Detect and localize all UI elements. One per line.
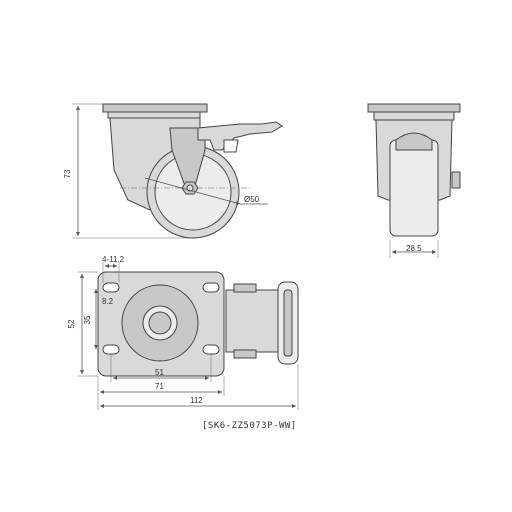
hole-bottom-right (202, 344, 220, 355)
side-brake-pad (223, 139, 239, 153)
side-brake-lever (197, 121, 283, 151)
diameter-leader (144, 177, 241, 205)
side-view: Ø50 73 (63, 103, 283, 239)
top-brake-pedal-inner (283, 289, 293, 357)
side-plate-lower (107, 111, 201, 119)
top-brake-bracket-bottom (233, 349, 257, 359)
side-top-plate (102, 103, 208, 113)
dim-wheel-diameter: Ø50 (244, 195, 260, 204)
dim-plate-height-inner: 35 (83, 315, 92, 324)
hole-top-right (202, 282, 220, 293)
top-brake-bracket-top (233, 283, 257, 293)
dim-plate-height-outer: 52 (67, 319, 76, 328)
dim-hole-spacing-x: 51 (155, 368, 164, 377)
model-code: [SK6-ZZ5073P-WW] (202, 421, 297, 431)
hole-top-left (102, 282, 120, 293)
dim-plate-width: 71 (155, 382, 164, 391)
hole-bottom-left (102, 344, 120, 355)
dim-overall-length: 112 (190, 396, 203, 405)
front-top-plate (367, 103, 461, 113)
front-brake (451, 171, 461, 189)
front-wheel (389, 139, 439, 237)
front-view: 28.5 (367, 103, 461, 258)
dim-height: 73 (63, 169, 72, 178)
front-plate-lower (373, 111, 455, 121)
dim-hole-offset: 8.2 (102, 297, 114, 306)
dim-hole-spec: 4-11.2 (102, 255, 125, 264)
dim-wheel-width: 28.5 (406, 244, 422, 253)
top-brake-housing (225, 289, 281, 353)
top-swivel-hole (148, 311, 172, 335)
front-swivel (395, 132, 433, 151)
top-view: 4-11.2 8.2 52 35 51 71 112 (67, 255, 299, 410)
